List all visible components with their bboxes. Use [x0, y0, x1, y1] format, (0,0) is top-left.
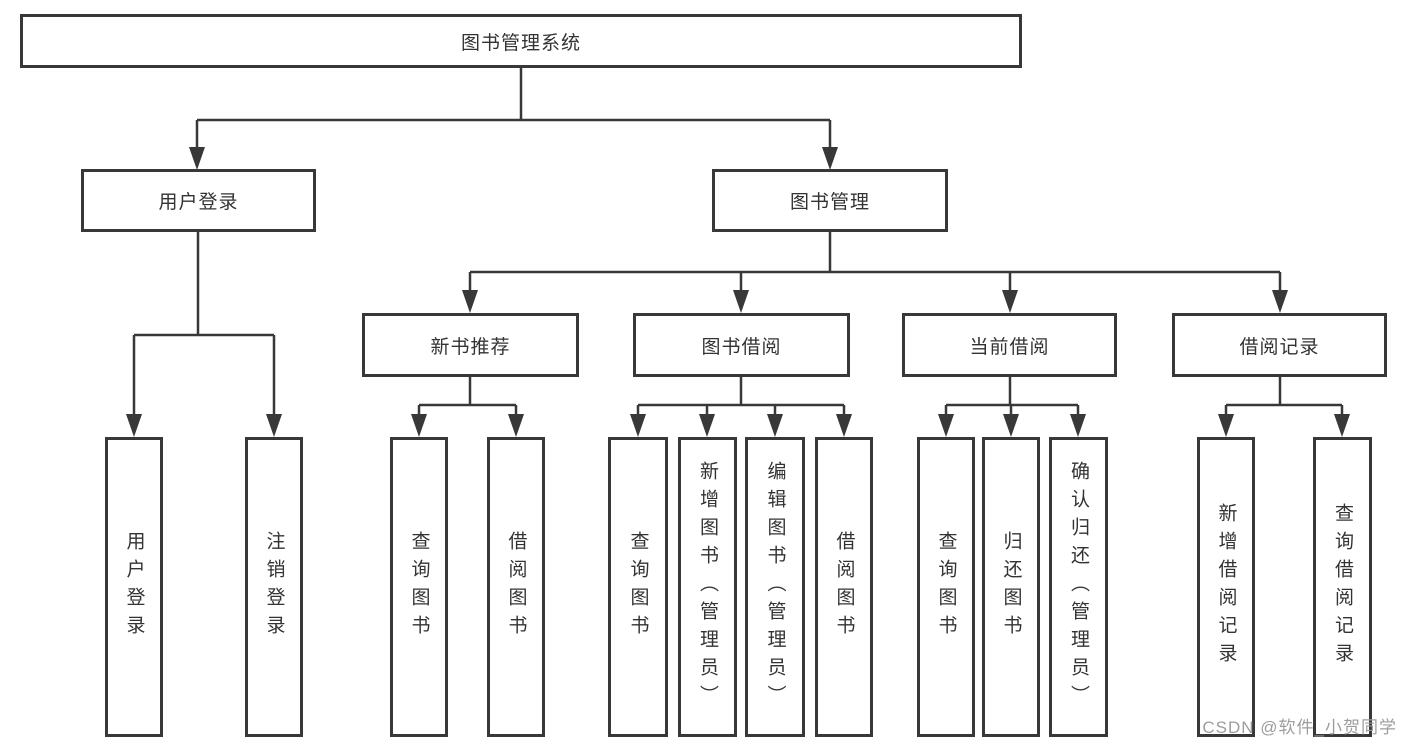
connector-user-login: [132, 232, 276, 419]
leaf-edit-books-admin: 编辑图书（管理员）: [745, 437, 805, 737]
node-book-management: 图书管理: [712, 169, 948, 232]
leaf-borrow-books-2: 借阅图书: [815, 437, 873, 737]
leaf-logout: 注销登录: [245, 437, 303, 737]
leaf-label: 归还图书: [1000, 531, 1022, 643]
leaf-label: 查询图书: [408, 531, 430, 643]
leaf-label: 注销登录: [263, 531, 285, 643]
node-label: 当前借阅: [969, 336, 1050, 358]
node-label: 图书借阅: [701, 336, 782, 358]
node-current-borrowing: 当前借阅: [902, 313, 1117, 377]
node-book-borrowing: 图书借阅: [633, 313, 850, 377]
connector-book-mgmt: [468, 232, 1282, 295]
leaf-label: 查询图书: [627, 531, 649, 643]
connector-root: [195, 68, 832, 152]
node-label: 新书推荐: [430, 336, 511, 358]
csdn-watermark: CSDN @软件_小贺同学: [1202, 718, 1397, 737]
connector-borrow-records: [1224, 377, 1344, 419]
leaf-label: 新增借阅记录: [1215, 503, 1237, 671]
connector-new-books: [417, 377, 518, 419]
node-root: 图书管理系统: [20, 14, 1022, 68]
node-borrowing-records: 借阅记录: [1172, 313, 1387, 377]
leaf-return-books: 归还图书: [982, 437, 1040, 737]
leaf-query-books-1: 查询图书: [390, 437, 448, 737]
arrowheads: [126, 147, 1350, 437]
leaf-borrow-books-1: 借阅图书: [487, 437, 545, 737]
node-new-book-recommend: 新书推荐: [362, 313, 579, 377]
connector-book-borrow: [636, 377, 846, 419]
leaf-label: 借阅图书: [505, 531, 527, 643]
node-label: 借阅记录: [1239, 336, 1320, 358]
leaf-confirm-return-admin: 确认归还（管理员）: [1049, 437, 1108, 737]
leaf-query-books-3: 查询图书: [917, 437, 975, 737]
node-label: 图书管理系统: [460, 32, 581, 54]
leaf-label: 查询借阅记录: [1332, 503, 1353, 671]
leaf-query-borrow-record: 查询借阅记录: [1313, 437, 1372, 737]
leaf-user-login: 用户登录: [105, 437, 163, 737]
leaf-query-books-2: 查询图书: [608, 437, 668, 737]
connector-current-borrow: [944, 377, 1080, 419]
leaf-label: 用户登录: [123, 531, 145, 643]
node-label: 用户登录: [158, 192, 239, 213]
leaf-add-books-admin: 新增图书（管理员）: [678, 437, 737, 737]
node-user-login: 用户登录: [81, 169, 316, 232]
leaf-add-borrow-record: 新增借阅记录: [1197, 437, 1255, 737]
leaf-label: 新增图书（管理员）: [697, 461, 718, 713]
leaf-label: 确认归还（管理员）: [1068, 461, 1089, 713]
node-label: 图书管理: [789, 192, 870, 213]
leaf-label: 借阅图书: [833, 531, 855, 643]
leaf-label: 编辑图书（管理员）: [764, 461, 786, 713]
leaf-label: 查询图书: [935, 531, 957, 643]
